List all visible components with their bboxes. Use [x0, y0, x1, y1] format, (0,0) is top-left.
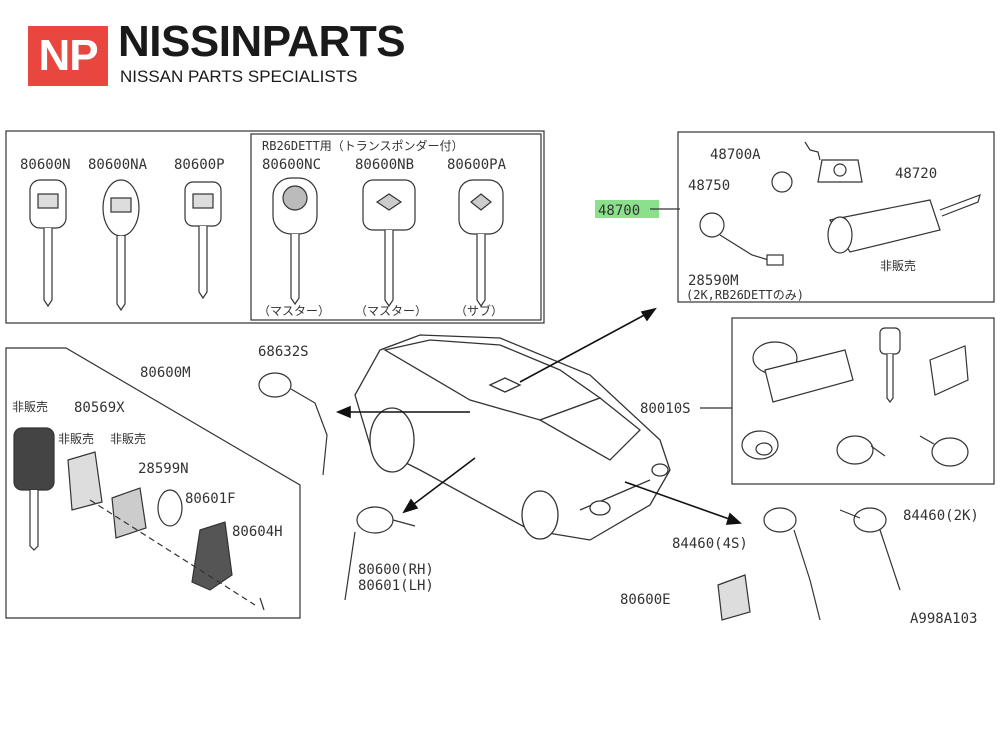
- note-master-1: （マスター）: [258, 304, 330, 318]
- label-80601F: 80601F: [185, 491, 236, 507]
- label-80604H: 80604H: [232, 524, 283, 540]
- label-48700A: 48700A: [710, 147, 761, 163]
- remote-not-sold-2: 非販売: [58, 431, 94, 446]
- label-80600P: 80600P: [174, 157, 225, 173]
- glove-lock-68632S: [258, 372, 328, 476]
- trunk-lock-84460-2K: [839, 507, 901, 591]
- diagram-code: A998A103: [910, 611, 977, 627]
- ignition-not-sold: 非販売: [880, 258, 916, 273]
- ignition-switch-48720: [817, 159, 863, 183]
- cylinder-set-trunk-lock: [919, 435, 969, 467]
- screw-48700A: [804, 141, 821, 161]
- remote-not-sold-1: 非販売: [12, 399, 48, 414]
- label-80600RH: 80600(RH): [358, 562, 434, 578]
- label-48750: 48750: [688, 178, 730, 194]
- label-48700: 48700: [598, 203, 640, 219]
- remote-key-80600M: [13, 427, 55, 551]
- cylinder-set-key: [879, 327, 901, 403]
- label-80601LH: 80601(LH): [358, 578, 434, 594]
- key-80600P: [184, 181, 222, 300]
- remote-case-80569X: [111, 487, 147, 539]
- label-80600M: 80600M: [140, 365, 191, 381]
- ignition-lock-body: [827, 194, 981, 254]
- key-80600NB: [362, 179, 416, 308]
- key-80600NC: [272, 177, 318, 306]
- label-84460-2K: 84460(2K): [903, 508, 979, 524]
- label-68632S: 68632S: [258, 344, 309, 360]
- label-28590M: 28590M: [688, 273, 739, 289]
- label-84460-4S: 84460(4S): [672, 536, 748, 552]
- keys-panel-frame: [5, 130, 545, 324]
- nissinparts-logo-mark: NP: [28, 26, 108, 86]
- label-80010S: 80010S: [640, 401, 691, 417]
- label-80569X: 80569X: [74, 400, 125, 416]
- label-28599N: 28599N: [138, 461, 189, 477]
- brand-name: NISSINPARTS: [118, 17, 406, 66]
- ignition-panel-frame: [677, 131, 995, 303]
- screw-80604H: [259, 597, 265, 611]
- note-master-2: （マスター）: [355, 304, 427, 318]
- note-sub: （サブ）: [455, 303, 503, 318]
- remote-cover-80601F: [191, 521, 233, 591]
- rb26-title: RB26DETT用（トランスポンダー付）: [262, 138, 464, 153]
- label-80600PA: 80600PA: [447, 157, 507, 173]
- label-80600NB: 80600NB: [355, 157, 414, 173]
- battery-28599N: [157, 489, 183, 527]
- label-80600N: 80600N: [20, 157, 71, 173]
- label-48720: 48720: [895, 166, 937, 182]
- transponder-28590M: [699, 212, 784, 266]
- highlight-48700: [595, 200, 659, 218]
- cylinder-set-ignition: [752, 341, 854, 403]
- rb26-subpanel-frame: [250, 133, 542, 321]
- label-80600E: 80600E: [620, 592, 671, 608]
- cylinder-set-bracket: [929, 345, 969, 396]
- cylinder-set-door-lock: [836, 435, 886, 465]
- cylinder-set-glove-lock: [741, 430, 779, 460]
- trunk-lock-84460-4S: [763, 507, 821, 621]
- cylinder-panel-frame: [731, 317, 995, 485]
- key-80600N: [29, 179, 67, 308]
- retainer-80600E: [717, 574, 751, 621]
- key-80600PA: [458, 179, 504, 308]
- key-80600NA: [102, 179, 140, 312]
- note-28590M: (2K,RB26DETTのみ): [686, 288, 804, 302]
- brand-tagline: NISSAN PARTS SPECIALISTS: [120, 67, 358, 86]
- illumination-ring-48750: [771, 171, 793, 193]
- remote-board-80569X: [67, 451, 103, 511]
- label-80600NC: 80600NC: [262, 157, 321, 173]
- label-80600NA: 80600NA: [88, 157, 148, 173]
- door-lock-80600-80601: [344, 506, 416, 601]
- remote-panel-frame: [5, 347, 301, 619]
- remote-not-sold-3: 非販売: [110, 431, 146, 446]
- car-illustration: [354, 334, 671, 541]
